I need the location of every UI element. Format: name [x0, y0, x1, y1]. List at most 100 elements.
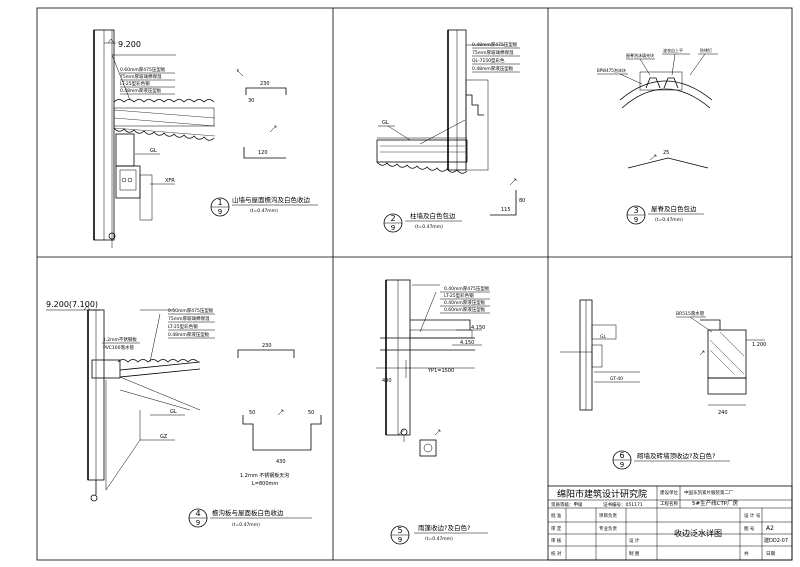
detail2-note: QL-7150型彩色	[472, 57, 505, 64]
detail5-title: 雨篷收边?及白色?	[418, 523, 470, 532]
detail4-sheet: 9	[196, 519, 200, 527]
detail4-dim: 50	[308, 410, 314, 416]
detail1-label-gl: GL	[150, 148, 157, 154]
scale-value: A2	[766, 525, 774, 532]
detail2-label-gl: GL	[382, 120, 389, 126]
detail-5: YP1=1500 430 4.150 4.150 0.40mm厚475压型板 L…	[376, 279, 490, 545]
detail2-thickness: (t=0.47mm)	[415, 224, 443, 230]
sheet-label: 共	[744, 550, 749, 557]
detail2-note: 0.48mm厚475压型板	[472, 41, 518, 48]
date-label: 日期	[766, 551, 775, 557]
detail5-label: YP1=1500	[427, 368, 454, 374]
drawing-number: 建DD2-07	[764, 537, 788, 544]
detail3-number: 3	[633, 206, 638, 215]
detail6-label: BR515落水管	[676, 310, 705, 317]
detail6-dim: 1.200	[752, 342, 766, 348]
cert-no: 证书编号：051171	[603, 501, 643, 508]
detail5-thickness: (t=0.47mm)	[425, 536, 453, 542]
detail2-note: 75mm厚玻璃棉保温	[472, 49, 514, 56]
detail4-note: LT-25型彩色钢	[168, 323, 198, 330]
detail1-sheet: 9	[218, 208, 222, 216]
row-role2: 制 图	[629, 550, 640, 557]
detail4-dim: 230	[262, 343, 272, 349]
detail1-dim: 120	[258, 150, 268, 156]
detail3-label: 防锈钉	[700, 47, 712, 53]
detail3-title: 屋脊及白色包边	[651, 204, 697, 213]
detail4-number: 4	[195, 509, 200, 518]
detail4-gutter-len: L=800mm	[252, 481, 278, 487]
drawing-title: 收边泛水详图	[674, 528, 722, 538]
detail3-label: 屋脊泡沫填充块	[626, 52, 654, 58]
detail-2: GL 0.48mm厚475压型板 75mm厚玻璃棉保温 QL-7150型彩色 0…	[376, 29, 525, 233]
client-value: 中国东凯紧片服装第二厂	[684, 489, 734, 496]
project-label: 工程名称	[660, 500, 678, 507]
row-role2: 专业负责	[599, 525, 617, 532]
detail5-note: 0.60mm厚液压型板	[444, 306, 486, 313]
detail5-number: 5	[397, 526, 402, 535]
institute-name: 绵阳市建筑设计研究院	[557, 488, 647, 500]
project-value: 5#生产线CTP厂房	[692, 499, 739, 507]
detail1-thickness: (t=0.47mm)	[250, 208, 278, 214]
row-role2: 项目负责	[599, 512, 617, 519]
detail1-dim: 30	[248, 98, 254, 104]
detail3-sheet: 9	[634, 216, 638, 224]
scale-label: 图 号	[744, 526, 755, 532]
detail-3: 屋脊泡沫填充块 波衣自上平 防锈钉 BPW475泡沫块 25 3 9 屋脊及白色…	[597, 47, 718, 225]
detail1-note: LT-25型彩色钢	[120, 80, 150, 87]
design-no-label: 设 计 号	[744, 512, 761, 519]
detail2-title: 柱墙及白色包边	[410, 211, 456, 220]
detail-4: 9.200(7.100) 0.50mm厚475压型板 75mm厚玻璃棉保温 LT…	[46, 300, 322, 528]
detail4-note: 75mm厚玻璃棉保温	[168, 315, 210, 322]
row-role: 审 定	[551, 525, 562, 532]
detail6-number: 6	[619, 451, 624, 460]
detail1-number: 1	[217, 198, 222, 207]
detail4-elevation: 9.200(7.100)	[46, 300, 98, 309]
detail-6: GT-40 GL 1.200 240 BR515落水管 6 9 砌墙及砖墙顶收边…	[560, 299, 766, 470]
row-role2: 设 计	[629, 537, 640, 544]
detail2-dim: 80	[519, 198, 525, 204]
detail3-dim: 25	[663, 150, 669, 156]
detail1-title: 山墙与屋面檐沟及白色收边	[232, 195, 311, 204]
detail4-dim: 430	[276, 459, 286, 465]
detail4-note: 0.50mm厚475压型板	[168, 307, 214, 314]
detail2-note: 0.48mm厚液压型板	[472, 65, 514, 72]
detail6-sheet: 9	[620, 461, 624, 469]
detail-1: 9.200 0.60mm厚475压型板 75mm厚玻璃棉保温 LT-25型彩色钢…	[93, 29, 318, 248]
detail5-sheet: 9	[398, 536, 402, 544]
detail4-label: PVC100落水管	[103, 344, 135, 351]
row-role: 校 对	[551, 550, 562, 557]
detail4-dim: 50	[249, 410, 255, 416]
detail6-label: GL	[600, 334, 606, 340]
detail4-label: GZ	[160, 434, 168, 440]
title-block: 绵阳市建筑设计研究院 资质等级：甲级 证书编号：051171 建设单位 中国东凯…	[547, 485, 793, 561]
client-label: 建设单位	[660, 489, 678, 496]
detail5-note: LT-25型彩色钢	[444, 292, 474, 299]
row-role: 审 核	[551, 537, 562, 544]
detail3-thickness: (t=0.47mm)	[655, 217, 683, 223]
detail1-label-xfr: XFR	[165, 178, 175, 184]
detail5-dim: 4.150	[460, 340, 474, 346]
detail3-label: BPW475泡沫块	[597, 67, 626, 73]
detail2-number: 2	[390, 214, 395, 223]
detail2-sheet: 9	[391, 224, 395, 232]
detail5-note: 0.40mm厚475压型板	[444, 285, 490, 292]
cert-label: 资质等级：甲级	[551, 501, 583, 508]
detail4-note: 0.48mm厚液压型板	[168, 331, 210, 338]
detail4-label: GL	[170, 409, 177, 415]
detail6-label: GT-40	[610, 376, 623, 382]
detail6-dim: 240	[718, 410, 728, 416]
detail6-title: 砌墙及砖墙顶收边?及白色?	[637, 451, 715, 460]
detail2-dim: 115	[501, 207, 511, 213]
outer-frame	[36, 7, 793, 561]
detail3-label: 波衣自上平	[663, 47, 683, 53]
detail4-label: 1.2mm不锈钢板	[103, 336, 137, 343]
detail1-note: 0.48mm厚液压型板	[120, 87, 162, 94]
detail1-note: 75mm厚玻璃棉保温	[120, 73, 162, 80]
detail1-note: 0.60mm厚475压型板	[120, 66, 166, 73]
detail5-note: 0.40mm厚液压型板	[444, 299, 486, 306]
row-role: 批 准	[551, 512, 562, 519]
detail5-dim: 430	[382, 378, 392, 384]
detail4-title: 檐沟板与屋面板白色收边	[212, 508, 284, 517]
detail5-elevation: 4.150	[471, 325, 485, 331]
